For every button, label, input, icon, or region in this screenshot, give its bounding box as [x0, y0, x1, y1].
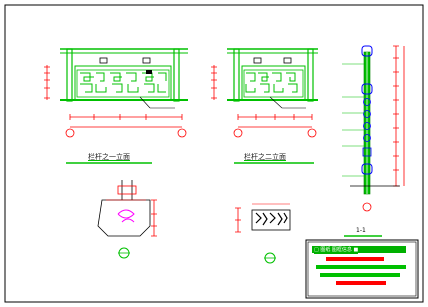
title-block	[305, 239, 419, 299]
elevation-1-title: 栏杆之一立面	[88, 153, 130, 161]
section-1-1	[342, 45, 405, 237]
post-detail-1	[97, 180, 157, 259]
railing-elevation-1	[44, 48, 188, 164]
title-block-header: □ 图纸 图框信息 ■	[314, 246, 359, 254]
post-detail-2	[235, 203, 291, 264]
railing-elevation-2	[211, 48, 318, 164]
elevation-2-title: 栏杆之二立面	[244, 153, 286, 161]
section-label: 1-1	[356, 227, 366, 234]
sheet-border	[4, 4, 424, 303]
